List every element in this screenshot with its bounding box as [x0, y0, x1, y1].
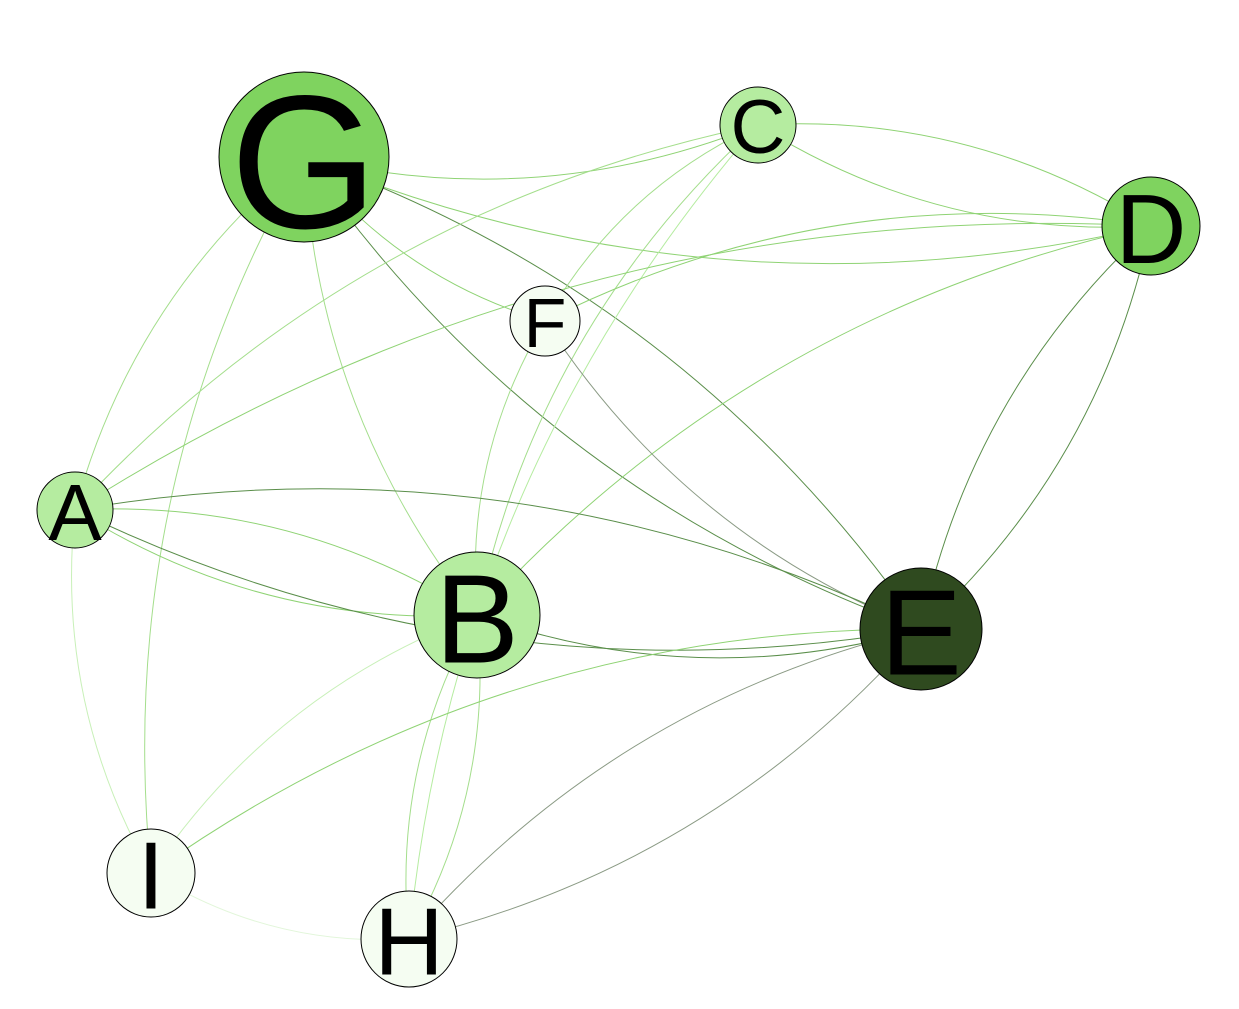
edge-c-a: [74, 124, 759, 511]
edge-c-d: [757, 124, 1152, 228]
node-e-label: E: [880, 565, 961, 701]
node-f-label: F: [524, 284, 567, 362]
node-h-circle: [360, 890, 458, 988]
edge-d-f: [544, 212, 1152, 322]
node-i-label: I: [138, 822, 165, 929]
edge-d-e: [920, 225, 1152, 630]
node-h[interactable]: H: [360, 888, 458, 995]
node-f[interactable]: F: [509, 284, 581, 362]
edge-e-h: [408, 628, 922, 940]
node-b-circle: [413, 551, 541, 679]
node-g-circle: [218, 71, 390, 243]
edge-c-b: [476, 124, 759, 616]
edge-b-e: [476, 614, 922, 659]
node-b[interactable]: B: [413, 548, 541, 689]
edge-a-e: [74, 488, 922, 630]
node-b-label: B: [435, 548, 519, 689]
edge-a-i: [71, 509, 152, 874]
edge-e-h: [408, 628, 922, 940]
edge-d-a: [74, 222, 1152, 511]
edge-f-e: [544, 320, 922, 630]
edge-d-b: [476, 225, 1152, 616]
node-e-circle: [859, 567, 983, 691]
node-a[interactable]: A: [36, 468, 114, 557]
node-i-circle: [106, 828, 196, 918]
edge-e-i: [150, 628, 922, 874]
edge-g-d: [303, 156, 1152, 265]
edge-g-e: [303, 156, 922, 630]
node-d-label: D: [1116, 174, 1187, 284]
node-c-circle: [719, 86, 797, 164]
node-c[interactable]: C: [719, 85, 797, 170]
node-c-label: C: [731, 85, 786, 170]
node-d[interactable]: D: [1101, 174, 1201, 284]
edge-d-e: [920, 225, 1152, 630]
nodes-layer: G C D F A B E I H: [36, 57, 1201, 995]
node-e[interactable]: E: [859, 565, 983, 701]
node-a-circle: [36, 471, 114, 549]
edge-c-d: [757, 123, 1152, 227]
node-g[interactable]: G: [218, 57, 390, 269]
node-h-label: H: [374, 888, 443, 995]
node-g-label: G: [230, 57, 378, 269]
edge-g-i: [144, 156, 305, 874]
node-i[interactable]: I: [106, 822, 196, 929]
node-d-circle: [1101, 176, 1201, 276]
node-a-label: A: [48, 468, 102, 557]
edge-c-h: [408, 124, 759, 940]
edge-g-e: [303, 156, 922, 630]
node-f-circle: [509, 285, 581, 357]
edge-c-f: [544, 124, 759, 322]
